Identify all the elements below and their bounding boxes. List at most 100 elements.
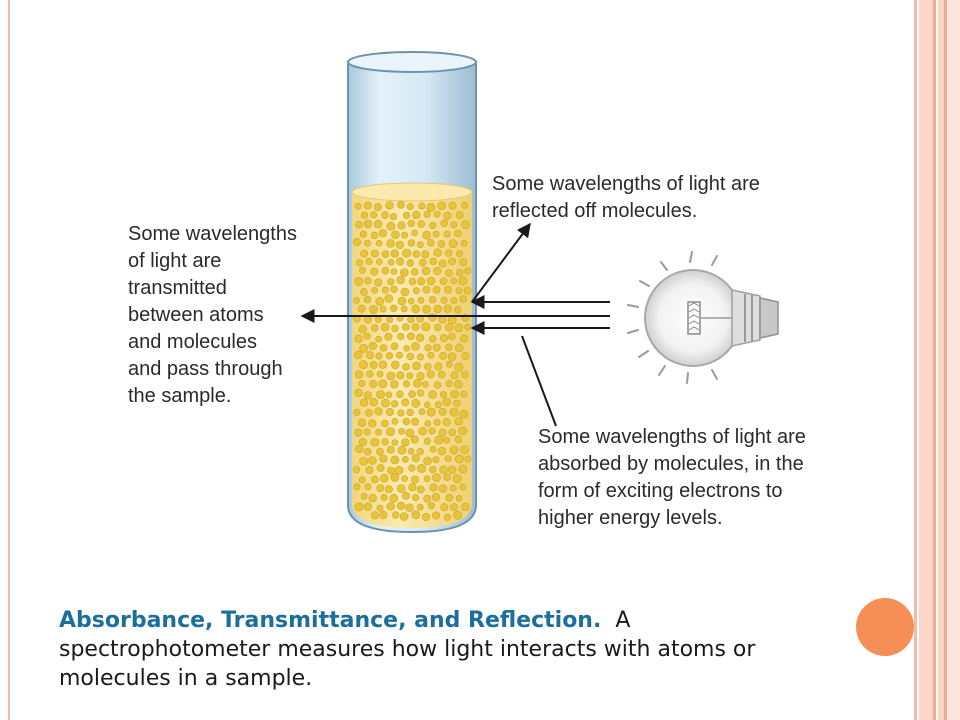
molecule-dot [426, 407, 436, 417]
molecule-dot [426, 202, 436, 212]
molecule-dot [375, 447, 384, 456]
absorbed-label: Some wavelengths of light are absorbed b… [538, 426, 806, 529]
molecule-dot [360, 249, 369, 258]
molecule-dot [390, 342, 399, 350]
molecule-dot [396, 484, 406, 493]
molecule-dot [439, 351, 447, 360]
molecule-dot [371, 475, 379, 484]
molecule-dot [397, 332, 405, 341]
molecule-dot [354, 350, 363, 360]
molecule-dot [354, 276, 364, 286]
molecule-dot [444, 249, 453, 257]
molecule-dot [450, 297, 458, 304]
molecule-dot [442, 397, 451, 407]
molecule-dot [412, 210, 421, 220]
molecule-dot [366, 370, 374, 378]
molecule-dot [459, 409, 469, 419]
molecule-dot [385, 201, 394, 210]
molecule-dot [354, 428, 363, 437]
molecule-dot [438, 484, 448, 493]
stripe [914, 0, 917, 720]
molecule-dot [363, 391, 373, 400]
molecule-dot [433, 304, 442, 314]
molecule-dot [391, 360, 400, 370]
molecule-dot [440, 219, 448, 228]
molecule-dot [406, 372, 414, 380]
molecule-dot [459, 295, 467, 303]
molecule-dot [379, 454, 388, 463]
molecule-dot [450, 277, 458, 285]
molecule-dot [411, 342, 420, 351]
molecule-dot [458, 464, 468, 474]
molecule-dot [378, 379, 388, 389]
molecule-dot [353, 296, 360, 304]
label-line: of light are [128, 250, 221, 272]
molecule-dot [443, 513, 451, 521]
molecule-dot [460, 201, 468, 209]
molecule-dot [355, 444, 364, 454]
molecule-dot [396, 200, 405, 209]
molecule-dot [448, 201, 457, 210]
molecule-dot [433, 381, 442, 389]
molecule-dot [399, 268, 409, 277]
molecule-dot [411, 398, 421, 408]
molecule-dot [381, 286, 390, 294]
molecule-dot [363, 428, 371, 436]
molecule-dot [458, 276, 468, 286]
molecule-dot [418, 427, 427, 436]
molecule-dot [426, 276, 436, 286]
molecule-dot [354, 202, 362, 210]
molecule-dot [445, 380, 453, 388]
molecule-dot [424, 420, 432, 427]
label-line: Some wavelengths [128, 223, 297, 245]
molecule-dot [454, 323, 464, 333]
molecule-dot [387, 278, 395, 286]
molecule-dot [450, 221, 458, 228]
molecule-dot [432, 456, 440, 464]
label-line: form of exciting electrons to [538, 480, 783, 502]
molecule-dot [427, 351, 435, 359]
molecule-dot [352, 466, 361, 474]
molecule-dot [390, 455, 400, 465]
molecule-dot [450, 371, 459, 380]
molecule-dot [354, 388, 363, 397]
molecule-dot [423, 362, 432, 371]
stripe [933, 0, 936, 720]
molecule-dot [453, 510, 463, 520]
molecule-dot [411, 268, 419, 276]
molecule-dot [434, 401, 442, 409]
molecule-dot [428, 390, 437, 399]
molecule-dot [401, 455, 409, 463]
molecule-dot [359, 398, 369, 407]
molecule-dot [376, 370, 384, 378]
stripe [938, 0, 944, 720]
molecule-dot [380, 493, 388, 501]
molecule-dot [384, 332, 393, 341]
molecule-dot [352, 238, 361, 247]
molecule-dot [408, 277, 417, 286]
molecule-dot [410, 435, 419, 444]
molecule-dot [460, 239, 468, 247]
molecule-dot [366, 351, 374, 360]
molecule-dot [411, 417, 419, 426]
molecule-dot [371, 286, 379, 294]
molecule-dot [448, 428, 456, 437]
molecule-dot [402, 248, 412, 258]
molecule-dot [395, 240, 405, 250]
molecule-dot [418, 258, 427, 267]
molecule-dot [391, 400, 399, 408]
molecule-dot [416, 333, 425, 342]
molecule-dot [379, 473, 389, 483]
molecule-dot [437, 447, 446, 456]
molecule-dot [454, 343, 464, 353]
molecule-dot [434, 435, 443, 445]
molecule-dot [452, 474, 462, 484]
molecule-dot [390, 285, 398, 293]
molecules [352, 200, 472, 521]
molecule-dot [463, 286, 472, 295]
molecule-dot [357, 304, 366, 313]
molecule-dot [438, 428, 447, 437]
molecule-dot [417, 296, 425, 304]
molecule-dot [399, 512, 409, 521]
molecule-dot [416, 485, 425, 494]
